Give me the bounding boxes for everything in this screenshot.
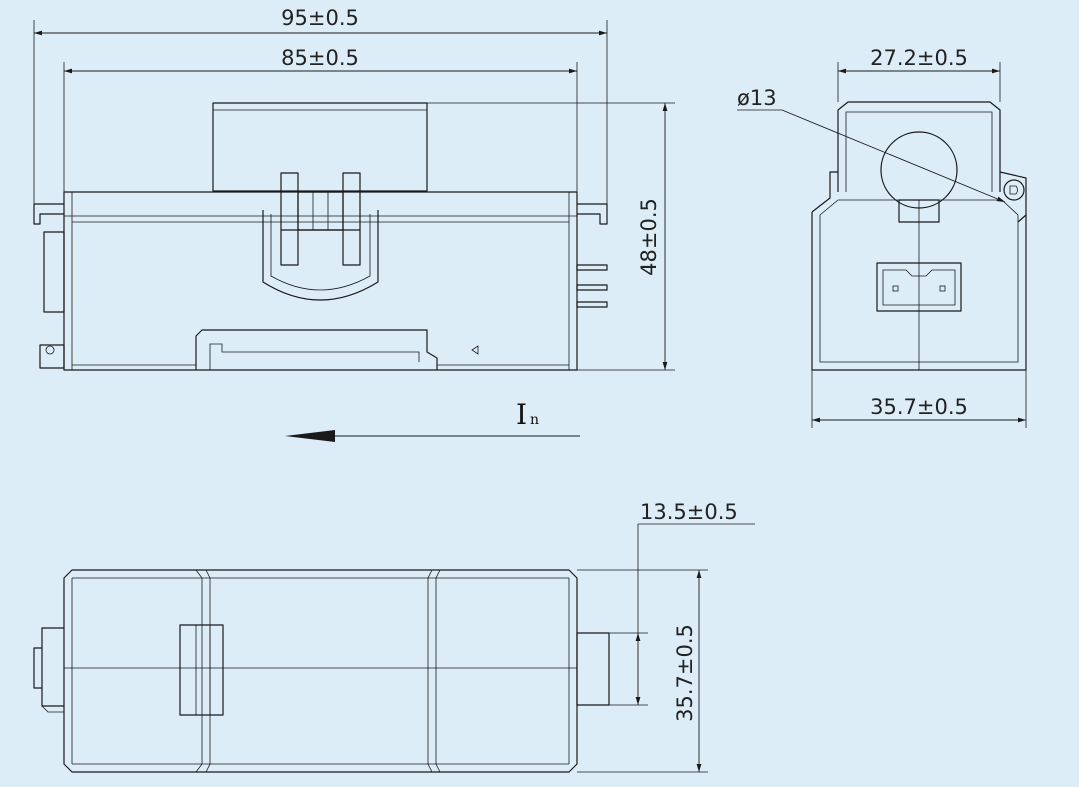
dim-95: 95±0.5 [281, 6, 359, 30]
side-connector [876, 262, 962, 312]
dim-27-2: 27.2±0.5 [870, 46, 968, 70]
side-top-cap [837, 101, 1001, 192]
current-direction: I n [285, 398, 580, 442]
dim-35-7-side: 35.7±0.5 [870, 395, 968, 419]
bottom-latch [179, 624, 224, 716]
dim-85: 85±0.5 [281, 46, 359, 70]
dim-13-5: 13.5±0.5 [640, 500, 738, 524]
bottom-body [63, 569, 578, 773]
current-label-sub: n [530, 412, 539, 428]
dim-35-7-bottom: 35.7±0.5 [673, 624, 697, 722]
dim-48: 48±0.5 [637, 198, 661, 276]
side-view: ø13 [737, 86, 1027, 371]
front-body [63, 191, 578, 371]
current-label: I [516, 398, 527, 431]
bottom-dimensions: 13.5±0.5 35.7±0.5 [577, 500, 755, 773]
front-dimensions: 95±0.5 85±0.5 48±0.5 [33, 6, 675, 371]
bottom-view [33, 569, 610, 773]
front-top-cap [212, 102, 428, 192]
dim-diameter: ø13 [737, 86, 777, 110]
front-latch-loop [262, 210, 379, 301]
bottom-connector [576, 632, 610, 706]
current-arrow-icon [285, 430, 335, 442]
front-left-clip [43, 231, 65, 313]
side-dimensions: 27.2±0.5 35.7±0.5 [811, 46, 1027, 428]
front-view [33, 102, 608, 371]
side-hole [880, 131, 958, 209]
